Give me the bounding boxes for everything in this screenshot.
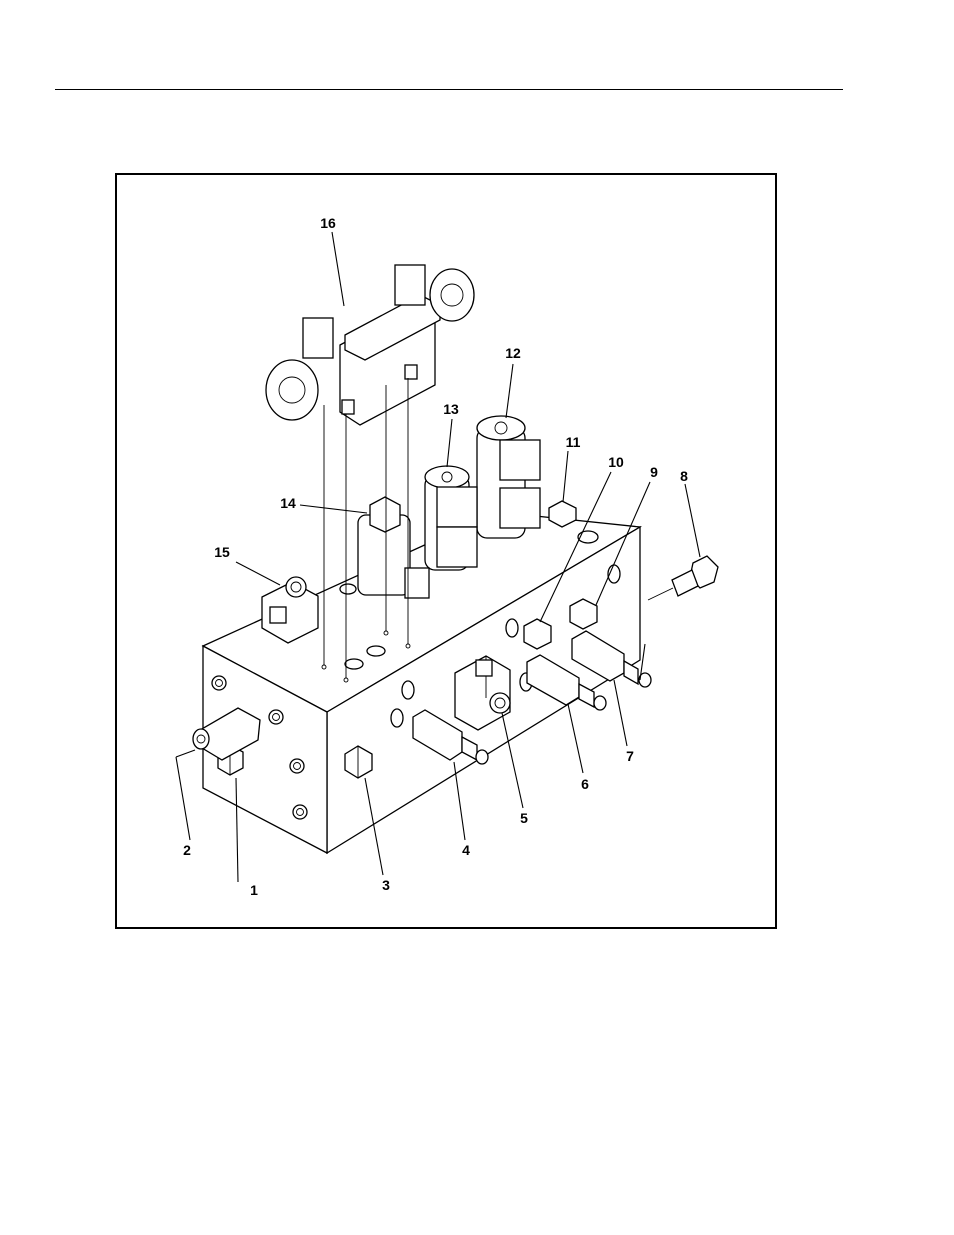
callout-2: 2 xyxy=(183,842,191,858)
callout-14: 14 xyxy=(280,495,296,511)
part-10-plug xyxy=(524,619,551,649)
callout-10: 10 xyxy=(608,454,624,470)
part-8-cartridge xyxy=(648,556,718,600)
callout-13: 13 xyxy=(443,401,459,417)
part-9-plug xyxy=(570,599,597,629)
callout-16: 16 xyxy=(320,215,336,231)
part-13-solenoid-valve xyxy=(425,466,477,570)
callout-4: 4 xyxy=(462,842,470,858)
callout-9: 9 xyxy=(650,464,658,480)
callout-15: 15 xyxy=(214,544,230,560)
callout-3: 3 xyxy=(382,877,390,893)
callout-5: 5 xyxy=(520,810,528,826)
callout-1: 1 xyxy=(250,882,258,898)
part-12-solenoid-valve xyxy=(477,416,540,538)
callout-7: 7 xyxy=(626,748,634,764)
callout-12: 12 xyxy=(505,345,521,361)
callout-6: 6 xyxy=(581,776,589,792)
callout-11: 11 xyxy=(566,434,581,450)
callout-8: 8 xyxy=(680,468,688,484)
